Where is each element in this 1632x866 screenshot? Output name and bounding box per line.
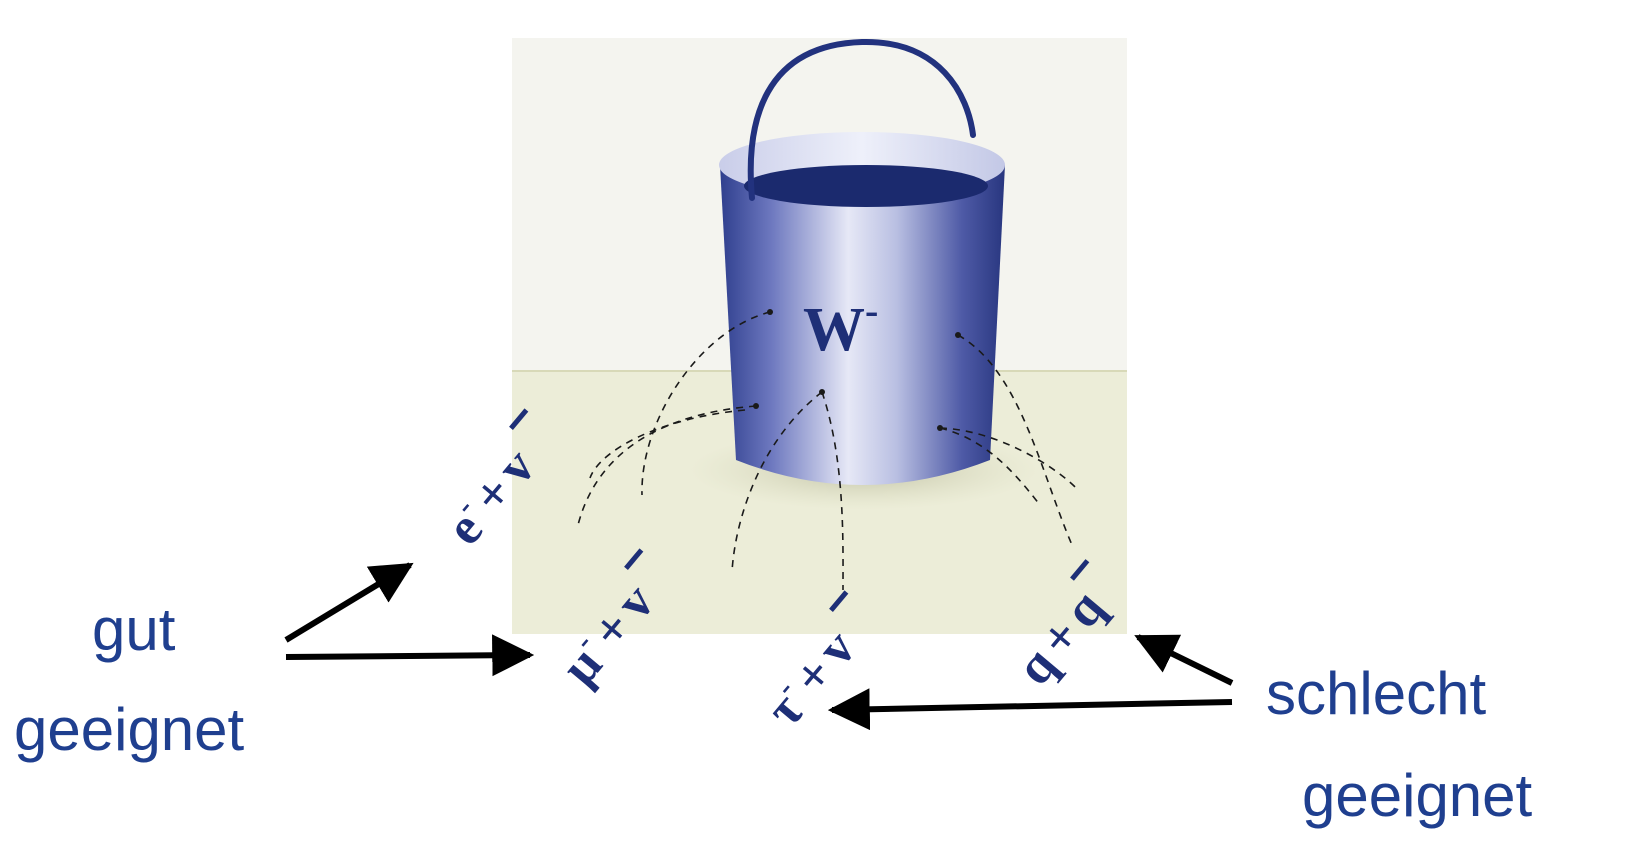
- bucket-label-charge: -: [865, 288, 878, 333]
- bucket-label-symbol: W: [803, 296, 865, 364]
- left-label-line1: gut: [92, 600, 175, 660]
- arrow-schlecht-to-tau: [832, 702, 1232, 710]
- left-label-line2: geeignet: [14, 700, 244, 760]
- arrow-schlecht-to-quark: [1138, 637, 1232, 683]
- arrow-gut-to-electron: [286, 565, 410, 640]
- right-label-line1: schlecht: [1266, 664, 1486, 724]
- bucket-water: [744, 165, 988, 207]
- svg-text:τ-+v: τ-+v: [753, 618, 867, 737]
- arrow-gut-to-muon: [286, 655, 530, 657]
- right-label-line2: geeignet: [1302, 766, 1532, 826]
